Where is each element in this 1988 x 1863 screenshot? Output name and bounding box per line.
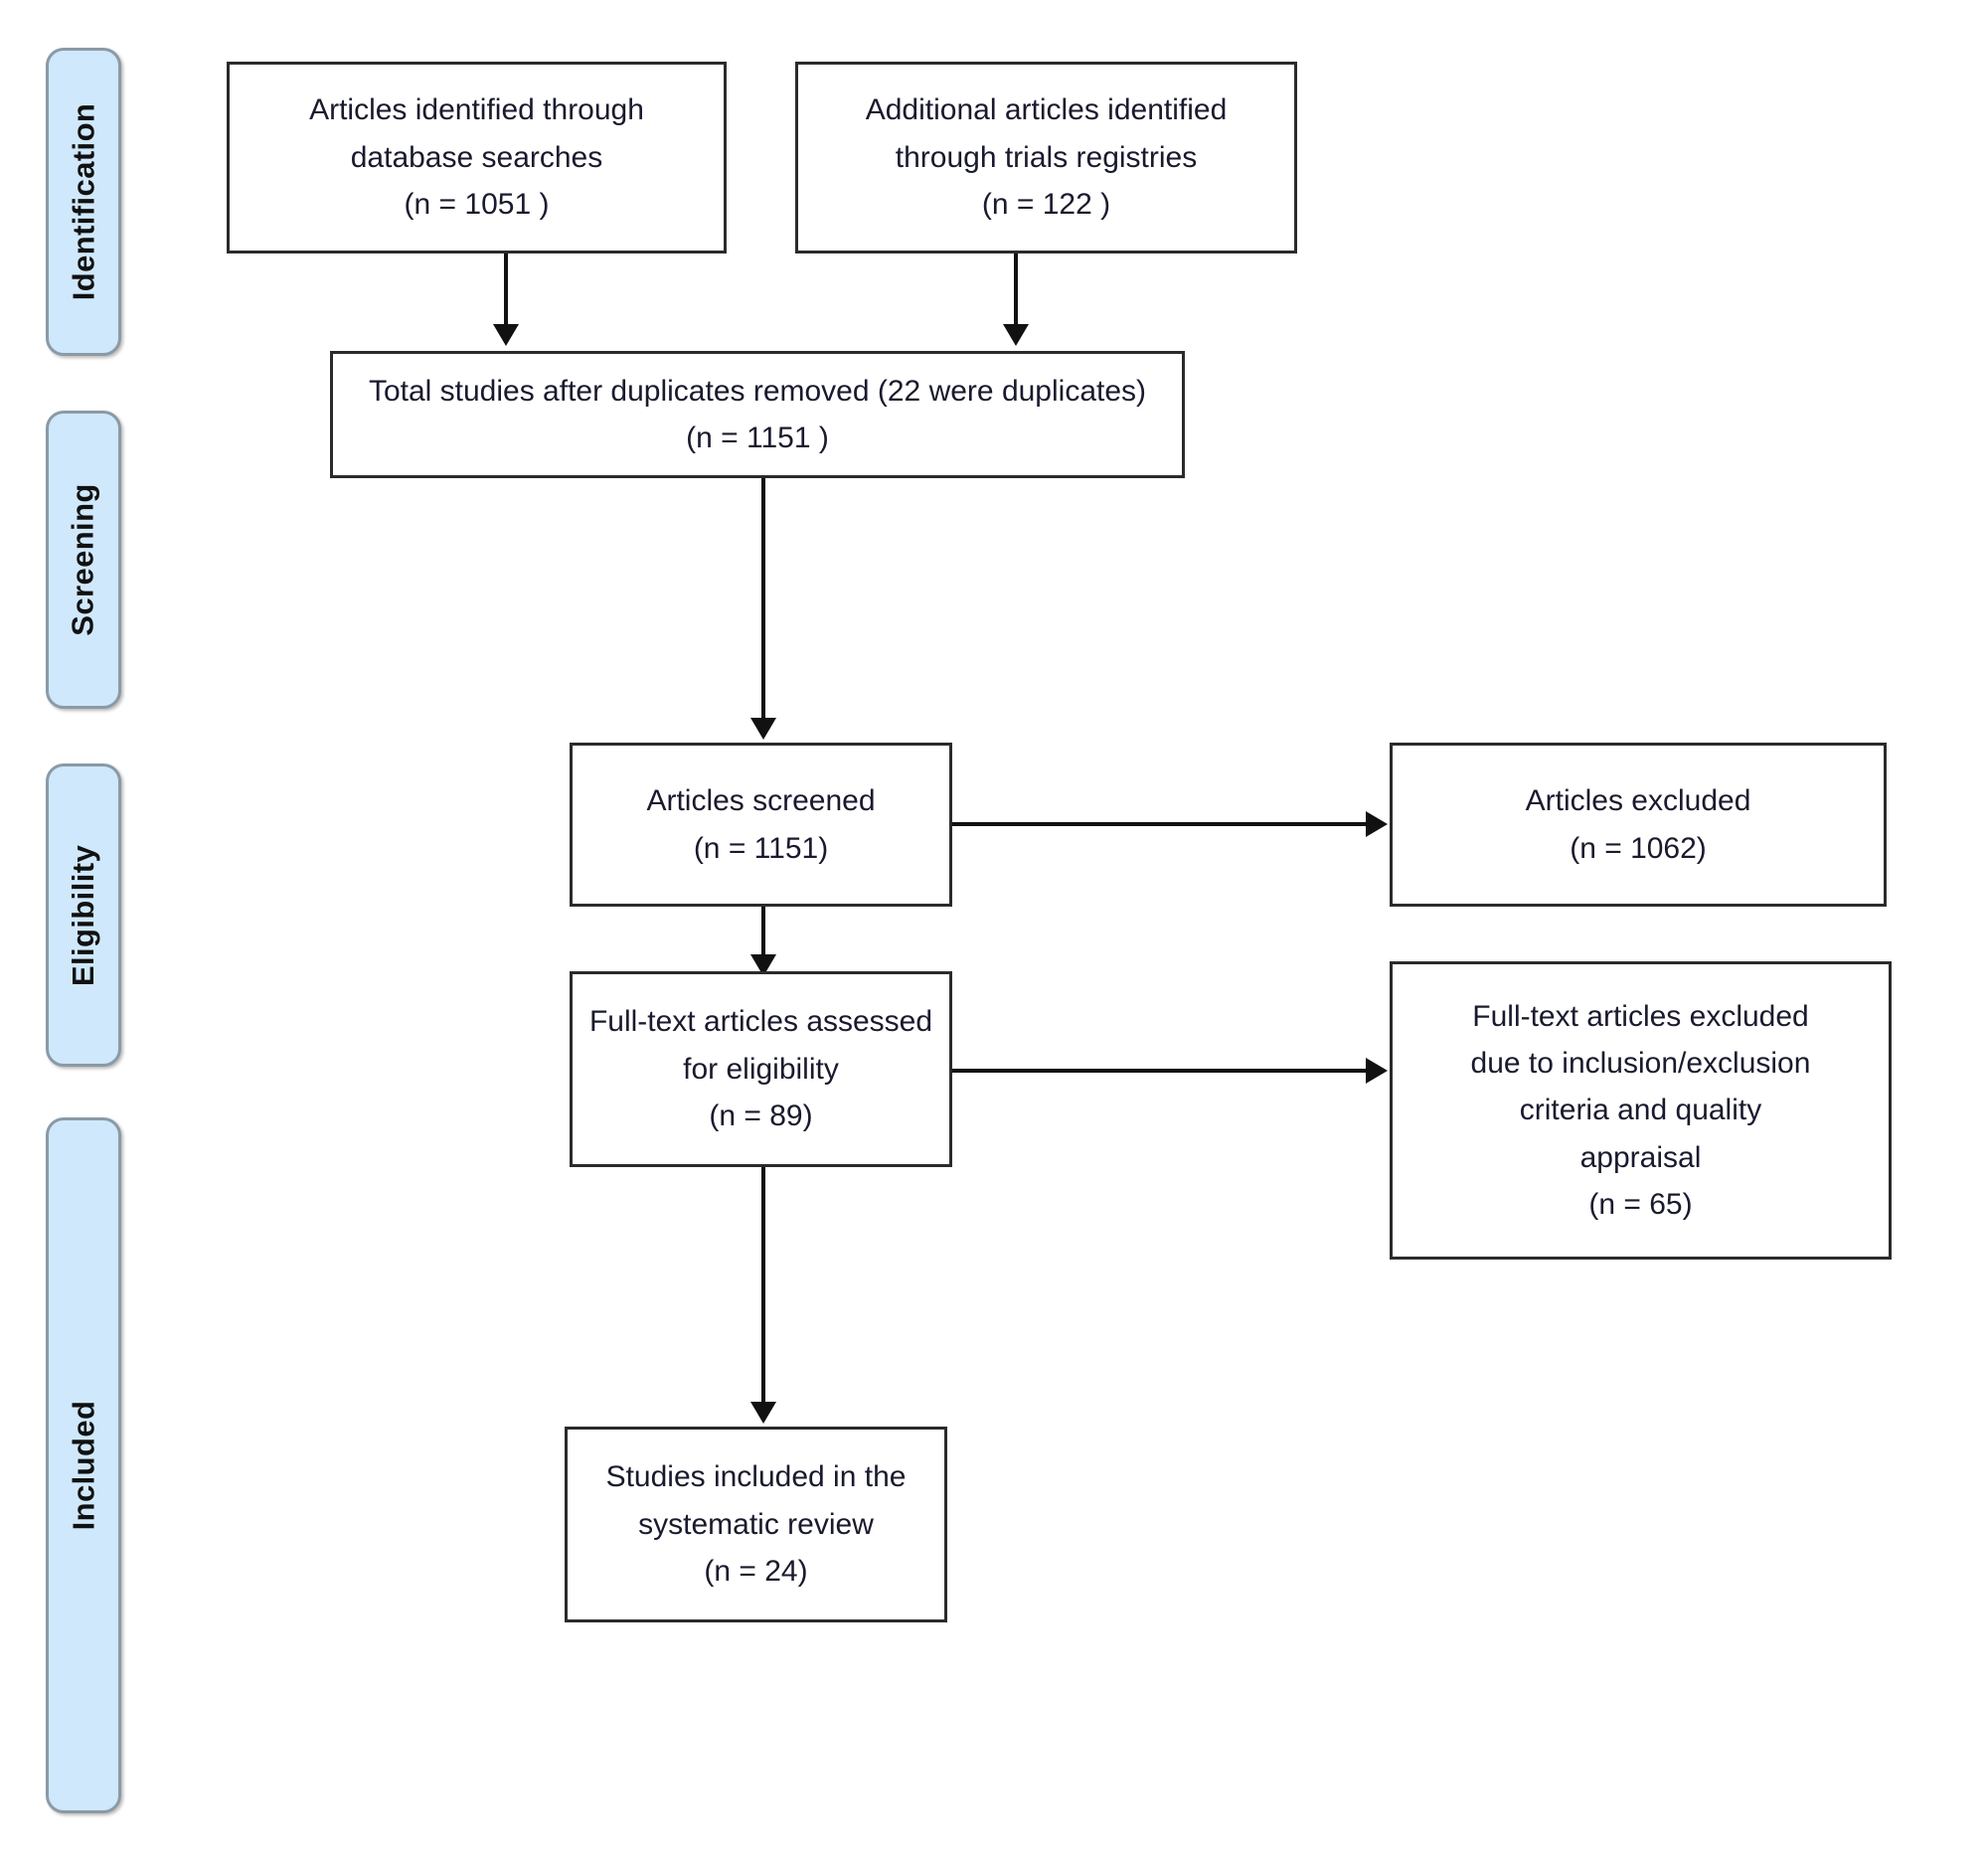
box-line: appraisal bbox=[1579, 1140, 1702, 1174]
stage-label-included: Included bbox=[66, 1400, 100, 1531]
box-line: for eligibility bbox=[683, 1052, 839, 1086]
stage-pill-screening: Screening bbox=[46, 411, 121, 709]
stage-pill-identification: Identification bbox=[46, 48, 121, 356]
box-line: through trials registries bbox=[895, 140, 1198, 174]
connector-fulltext-to-included bbox=[761, 1167, 765, 1411]
connector-screened-to-fulltext bbox=[761, 907, 765, 968]
box-line: Studies included in the bbox=[605, 1460, 907, 1494]
box-line: Full-text articles assessed bbox=[588, 1005, 933, 1039]
box-studies-included: Studies included in the systematic revie… bbox=[565, 1427, 947, 1622]
box-trials-registries: Additional articles identified through t… bbox=[795, 62, 1297, 254]
arrowhead-screened-to-fulltext bbox=[750, 954, 776, 976]
arrowhead-screened-to-excluded bbox=[1366, 811, 1388, 837]
box-duplicates-removed: Total studies after duplicates removed (… bbox=[330, 351, 1185, 478]
arrowhead-duplicates-to-screened bbox=[750, 718, 776, 740]
box-articles-excluded: Articles excluded (n = 1062) bbox=[1390, 743, 1887, 907]
arrowhead-fulltext-to-included bbox=[750, 1402, 776, 1424]
box-line: due to inclusion/exclusion bbox=[1470, 1046, 1811, 1080]
arrowhead-registries-to-duplicates bbox=[1003, 324, 1029, 346]
box-line: database searches bbox=[350, 140, 603, 174]
box-line: (n = 24) bbox=[704, 1555, 808, 1589]
arrowhead-db-to-duplicates bbox=[493, 324, 519, 346]
box-line: criteria and quality bbox=[1519, 1094, 1762, 1127]
box-line: Additional articles identified bbox=[865, 93, 1228, 127]
arrowhead-fulltext-to-excluded bbox=[1366, 1058, 1388, 1084]
box-line: (n = 1151) bbox=[693, 831, 829, 865]
box-line: (n = 122 ) bbox=[981, 188, 1111, 222]
box-articles-screened: Articles screened (n = 1151) bbox=[570, 743, 952, 907]
box-line: (n = 65) bbox=[1588, 1188, 1693, 1222]
stage-label-eligibility: Eligibility bbox=[66, 844, 101, 986]
box-line: Articles identified through bbox=[309, 93, 644, 127]
box-line: Articles excluded bbox=[1525, 784, 1751, 818]
connector-db-to-duplicates bbox=[504, 254, 508, 335]
box-line: (n = 1062) bbox=[1570, 831, 1707, 865]
box-database-searches: Articles identified through database sea… bbox=[227, 62, 727, 254]
box-line: (n = 1051 ) bbox=[404, 188, 550, 222]
box-line: Total studies after duplicates removed (… bbox=[368, 374, 1147, 408]
connector-screened-to-excluded bbox=[952, 822, 1370, 826]
stage-pill-eligibility: Eligibility bbox=[46, 763, 121, 1067]
box-line: Articles screened bbox=[646, 784, 876, 818]
box-line: (n = 1151 ) bbox=[686, 422, 829, 454]
box-fulltext-assessed: Full-text articles assessed for eligibil… bbox=[570, 971, 952, 1167]
stage-label-screening: Screening bbox=[66, 483, 101, 636]
box-line: systematic review bbox=[638, 1507, 874, 1541]
stage-pill-included: Included bbox=[46, 1117, 121, 1813]
connector-duplicates-to-screened bbox=[761, 478, 765, 722]
box-line: Full-text articles excluded bbox=[1472, 999, 1809, 1033]
box-line: (n = 89) bbox=[709, 1100, 813, 1133]
connector-registries-to-duplicates bbox=[1014, 254, 1018, 335]
stage-label-identification: Identification bbox=[66, 102, 100, 301]
box-fulltext-excluded: Full-text articles excluded due to inclu… bbox=[1390, 961, 1892, 1260]
connector-fulltext-to-excluded bbox=[952, 1069, 1370, 1073]
